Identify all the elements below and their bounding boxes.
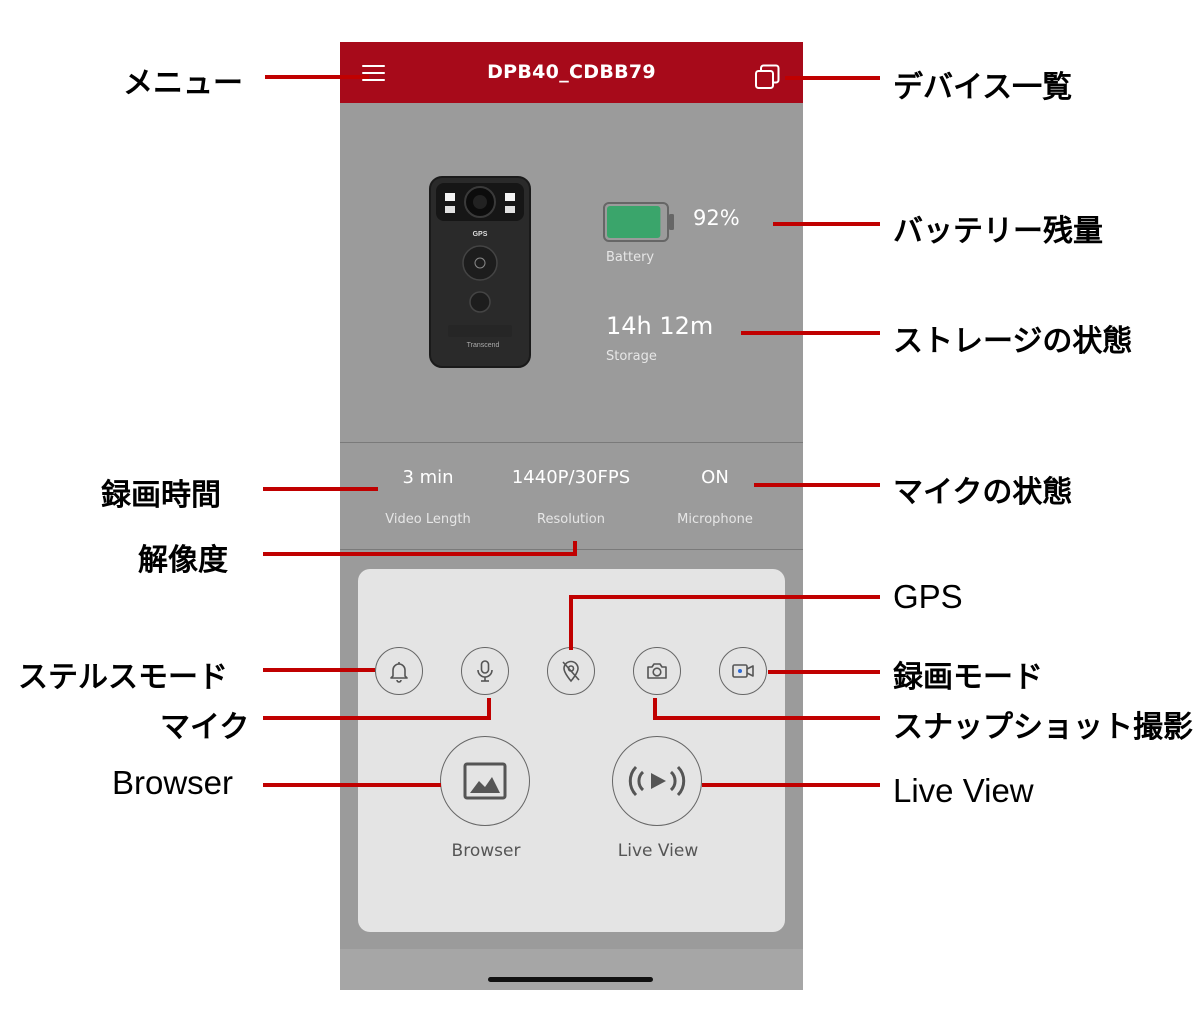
leader-line	[265, 75, 369, 79]
live-broadcast-icon	[628, 765, 686, 797]
leader-line	[573, 541, 577, 556]
divider	[340, 442, 803, 443]
hamburger-icon-bar	[362, 72, 385, 74]
live-view-button[interactable]	[612, 736, 702, 826]
divider	[340, 549, 803, 550]
stealth-mode-button[interactable]	[375, 647, 423, 695]
video-record-icon	[732, 664, 754, 678]
microphone-value[interactable]: ON	[701, 467, 729, 488]
live-view-label: Live View	[617, 841, 699, 861]
annotation-menu: メニュー	[123, 66, 243, 101]
battery-percent: 92%	[693, 206, 740, 230]
record-mode-button[interactable]	[719, 647, 767, 695]
microphone-icon	[477, 660, 493, 682]
annotation-snapshot: スナップショット撮影	[893, 710, 1193, 745]
hamburger-icon-bar	[362, 79, 385, 81]
camera-gps-text: GPS	[473, 231, 488, 238]
device-list-button[interactable]	[754, 64, 782, 90]
snapshot-button[interactable]	[633, 647, 681, 695]
storage-label: Storage	[606, 349, 657, 364]
camera-icon	[647, 663, 667, 679]
leader-line	[263, 487, 378, 491]
annotation-record-mode: 録画モード	[893, 660, 1043, 695]
browser-label: Browser	[451, 841, 521, 861]
annotation-stealth-mode: ステルスモード	[18, 660, 228, 695]
annotation-video-length: 録画時間	[101, 478, 221, 513]
annotation-browser: Browser	[112, 764, 234, 801]
annotation-storage: ストレージの状態	[893, 324, 1133, 359]
camera-brand-text: Transcend	[467, 342, 500, 349]
annotation-resolution: 解像度	[138, 543, 228, 578]
storage-value: 14h 12m	[606, 312, 714, 340]
annotation-mic: マイク	[160, 710, 250, 745]
leader-line	[768, 670, 880, 674]
copy-devices-icon	[755, 64, 780, 89]
battery-label: Battery	[606, 250, 655, 265]
resolution-value[interactable]: 1440P/30FPS	[511, 467, 631, 488]
leader-line	[263, 668, 375, 672]
microphone-label: Microphone	[677, 512, 753, 527]
image-gallery-icon	[463, 762, 507, 800]
body-camera-image: GPS Transcend	[429, 176, 531, 368]
microphone-button[interactable]	[461, 647, 509, 695]
gps-button[interactable]	[547, 647, 595, 695]
browser-button[interactable]	[440, 736, 530, 826]
leader-line	[263, 783, 441, 787]
device-title: DPB40_CDBB79	[487, 61, 656, 83]
header-bar: DPB40_CDBB79	[340, 42, 803, 103]
leader-line	[487, 698, 491, 720]
annotation-microphone-status: マイクの状態	[893, 475, 1073, 510]
annotation-live-view: Live View	[893, 772, 1034, 809]
annotation-device-list: デバイス一覧	[893, 70, 1073, 105]
leader-line	[263, 716, 491, 720]
video-length-label: Video Length	[385, 512, 471, 527]
leader-line	[569, 595, 880, 599]
resolution-label: Resolution	[537, 512, 605, 527]
battery-icon	[603, 202, 674, 242]
app-screen: DPB40_CDBB79 GPS Transcend 92% Battery 1…	[340, 42, 803, 990]
leader-line	[653, 698, 657, 720]
annotation-battery: バッテリー残量	[893, 214, 1103, 249]
bottom-bar	[340, 949, 803, 990]
leader-line	[702, 783, 880, 787]
leader-line	[773, 222, 880, 226]
leader-line	[741, 331, 880, 335]
annotation-gps: GPS	[893, 578, 963, 615]
leader-line	[754, 483, 880, 487]
leader-line	[263, 552, 577, 556]
bell-icon	[390, 662, 408, 683]
leader-line	[785, 76, 880, 80]
video-length-value[interactable]: 3 min	[402, 467, 454, 488]
home-indicator[interactable]	[488, 977, 653, 982]
gps-off-icon	[562, 660, 580, 683]
hamburger-icon	[362, 65, 385, 67]
menu-button[interactable]	[360, 62, 388, 84]
leader-line	[569, 595, 573, 650]
leader-line	[653, 716, 880, 720]
